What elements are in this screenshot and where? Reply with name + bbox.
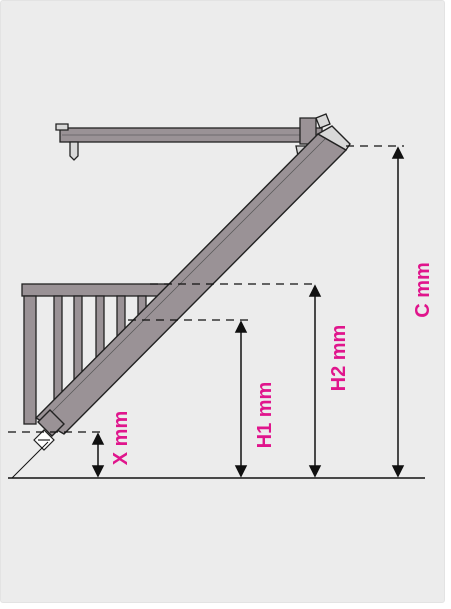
label-c: C mm bbox=[412, 262, 434, 318]
dimension-arrows bbox=[91, 146, 405, 478]
label-h1: H1 mm bbox=[254, 382, 276, 449]
label-x: X mm bbox=[110, 411, 132, 465]
label-h2: H2 mm bbox=[328, 325, 350, 392]
ladder-beam bbox=[34, 125, 351, 437]
ceiling-hatch-frame bbox=[55, 113, 331, 161]
ladder-foot bbox=[33, 429, 55, 451]
reference-lines bbox=[8, 145, 404, 433]
foot-ground-line bbox=[11, 441, 49, 479]
